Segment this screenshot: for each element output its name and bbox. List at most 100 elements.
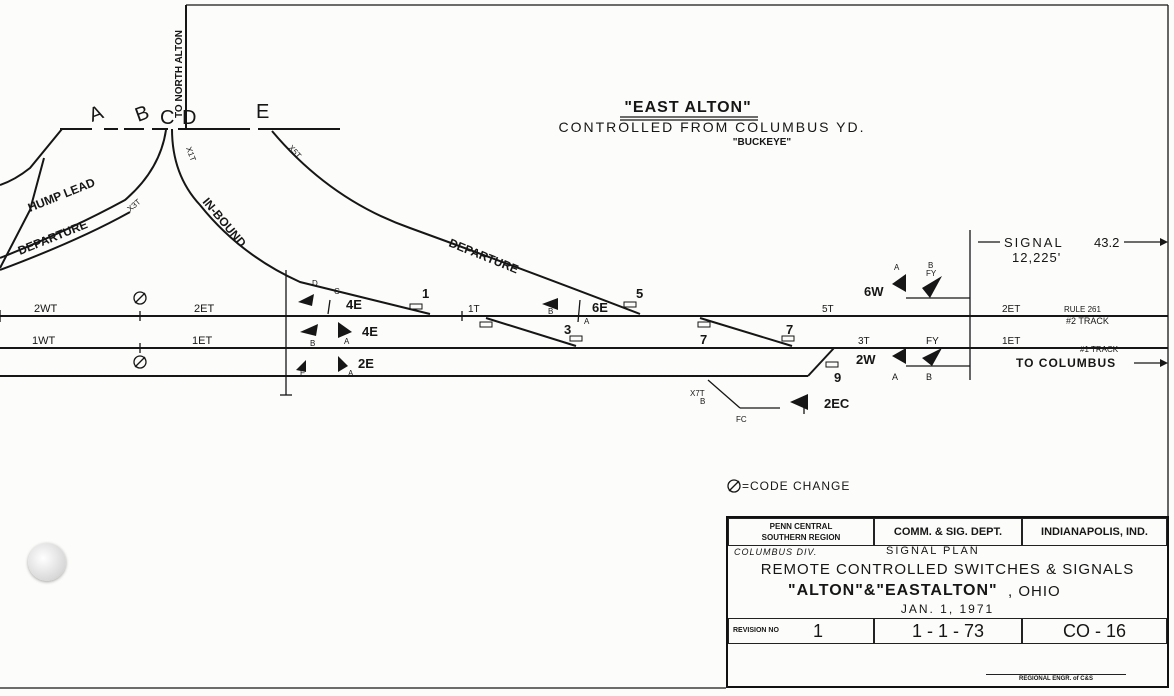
head-d: D	[312, 279, 318, 288]
code-change-marker-1	[133, 291, 147, 305]
signal-4e-upper-label: 4E	[346, 297, 362, 312]
title-block: PENN CENTRAL SOUTHERN REGION COMM. & SIG…	[726, 516, 1169, 688]
letter-e: E	[256, 101, 269, 123]
sheet-border	[0, 4, 1169, 689]
et1-left-label: 1ET	[192, 335, 212, 347]
head-b-4e: B	[310, 339, 315, 348]
t3-label: 3T	[858, 336, 870, 347]
tb-revision-date: 1 - 1 - 73	[911, 621, 985, 641]
header-controlled-from: CONTROLLED FROM COLUMBUS YD.	[559, 119, 866, 135]
legend-code-change-symbol	[727, 479, 741, 493]
signal-4e-lower-label: 4E	[362, 324, 378, 339]
x5t-label: X5T	[287, 143, 304, 160]
signal-2e-label: 2E	[358, 356, 374, 371]
signal-2ec-label: 2EC	[824, 396, 850, 411]
departure-right-label: DEPARTURE	[447, 236, 521, 277]
letter-b: B	[132, 101, 152, 126]
signal-2e	[296, 356, 348, 372]
head-a-2w: A	[892, 372, 898, 382]
head-e-2e: E	[300, 369, 305, 378]
in-bound-track	[171, 128, 431, 315]
wt2-label: 2WT	[34, 303, 58, 315]
head-c: C	[334, 287, 340, 296]
main-tracks	[0, 230, 1168, 396]
crossovers	[485, 317, 793, 409]
tb-division: COLUMBUS DIV.	[734, 547, 818, 557]
code-change-marker-2	[133, 355, 147, 369]
switch-7-right: 7	[786, 322, 793, 337]
head-fy-6w: FY	[926, 269, 937, 278]
tb-revision-label: REVISION NO	[733, 627, 779, 634]
rule-261-label: RULE 261	[1064, 305, 1101, 314]
track2-label: #2 TRACK	[1066, 316, 1109, 326]
x1t-label: X1T	[184, 146, 198, 163]
head-a-4e: A	[344, 337, 350, 346]
tb-dept-cell: COMM. & SIG. DEPT.	[874, 518, 1022, 546]
head-b-6e: B	[548, 307, 553, 316]
switch-1: 1	[422, 286, 429, 301]
head-fy-2w: FY	[926, 336, 939, 347]
letter-a: A	[86, 101, 107, 126]
signal-2w-label: 2W	[856, 352, 876, 367]
hump-lead-label: HUMP LEAD	[26, 175, 97, 215]
signal-note-label: SIGNAL	[1004, 235, 1064, 250]
tb-revision-no: 1	[813, 621, 824, 641]
tb-signature-line	[986, 674, 1126, 675]
x7t-label: X7T	[690, 389, 705, 398]
signal-2ec	[790, 394, 808, 414]
wt1-label: 1WT	[32, 335, 56, 347]
track1-label: #1 TRACK	[1080, 345, 1119, 354]
tb-revision-date-cell: 1 - 1 - 73	[874, 618, 1022, 644]
t1-label: 1T	[468, 304, 480, 315]
signal-note-milepost: 43.2	[1094, 235, 1119, 250]
switch-7-left: 7	[700, 332, 707, 347]
et1-right-label: 1ET	[1002, 336, 1020, 347]
tb-drawing-no: CO - 16	[1062, 621, 1127, 641]
head-b-6w: B	[928, 261, 933, 270]
head-a-6w: A	[894, 263, 900, 272]
tb-office: INDIANAPOLIS, IND.	[1041, 526, 1148, 538]
header-buckeye: "BUCKEYE"	[733, 137, 792, 148]
to-north-alton-label: TO NORTH ALTON	[174, 30, 185, 118]
signal-6e	[542, 298, 581, 323]
t5-label: 5T	[822, 304, 834, 315]
head-a-2e: A	[348, 369, 354, 378]
letter-c: C	[160, 107, 174, 129]
tb-location-main: "ALTON"&"EASTALTON"	[788, 582, 998, 599]
et2-right-label: 2ET	[1002, 304, 1020, 315]
switch-9: 9	[834, 370, 841, 385]
tb-org-line2: SOUTHERN REGION	[761, 533, 841, 542]
in-bound-label: IN-BOUND	[200, 195, 250, 250]
signal-4e-upper	[298, 294, 331, 315]
fc-label: FC	[736, 415, 747, 424]
tb-revision-label-cell: REVISION NO 1	[728, 618, 874, 644]
tb-org-line1: PENN CENTRAL	[769, 522, 833, 531]
tb-date: JAN. 1, 1971	[900, 602, 995, 616]
head-b-2ec: B	[700, 397, 705, 406]
tb-doc-type: SIGNAL PLAN	[886, 545, 980, 557]
signal-6e-label: 6E	[592, 300, 608, 315]
signal-6w	[892, 274, 970, 299]
legend-text: =CODE CHANGE	[742, 479, 850, 493]
switch-5: 5	[636, 286, 643, 301]
switch-3: 3	[564, 322, 571, 337]
binder-punch-hole	[28, 543, 66, 581]
tb-subject: REMOTE CONTROLLED SWITCHES & SIGNALS	[760, 561, 1135, 578]
tb-location-state: , OHIO	[1008, 583, 1061, 600]
departure-right-track	[271, 130, 641, 315]
et2-left-label: 2ET	[194, 303, 214, 315]
head-a-6e: A	[584, 317, 590, 326]
head-b-2w: B	[926, 372, 932, 382]
tb-dept: COMM. & SIG. DEPT.	[893, 526, 1003, 538]
tb-engineer: REGIONAL ENGR. of C&S	[1019, 676, 1093, 682]
signal-2w	[892, 348, 970, 367]
header-location-name: "EAST ALTON"	[624, 99, 751, 116]
tb-org-cell: PENN CENTRAL SOUTHERN REGION	[728, 518, 874, 546]
tb-office-cell: INDIANAPOLIS, IND.	[1022, 518, 1167, 546]
signal-4e-lower	[300, 322, 352, 338]
signal-note-distance: 12,225'	[1012, 250, 1061, 265]
left-leads	[0, 128, 167, 271]
x3t-label: X3T	[126, 197, 143, 213]
to-columbus-label: TO COLUMBUS	[1016, 356, 1116, 370]
